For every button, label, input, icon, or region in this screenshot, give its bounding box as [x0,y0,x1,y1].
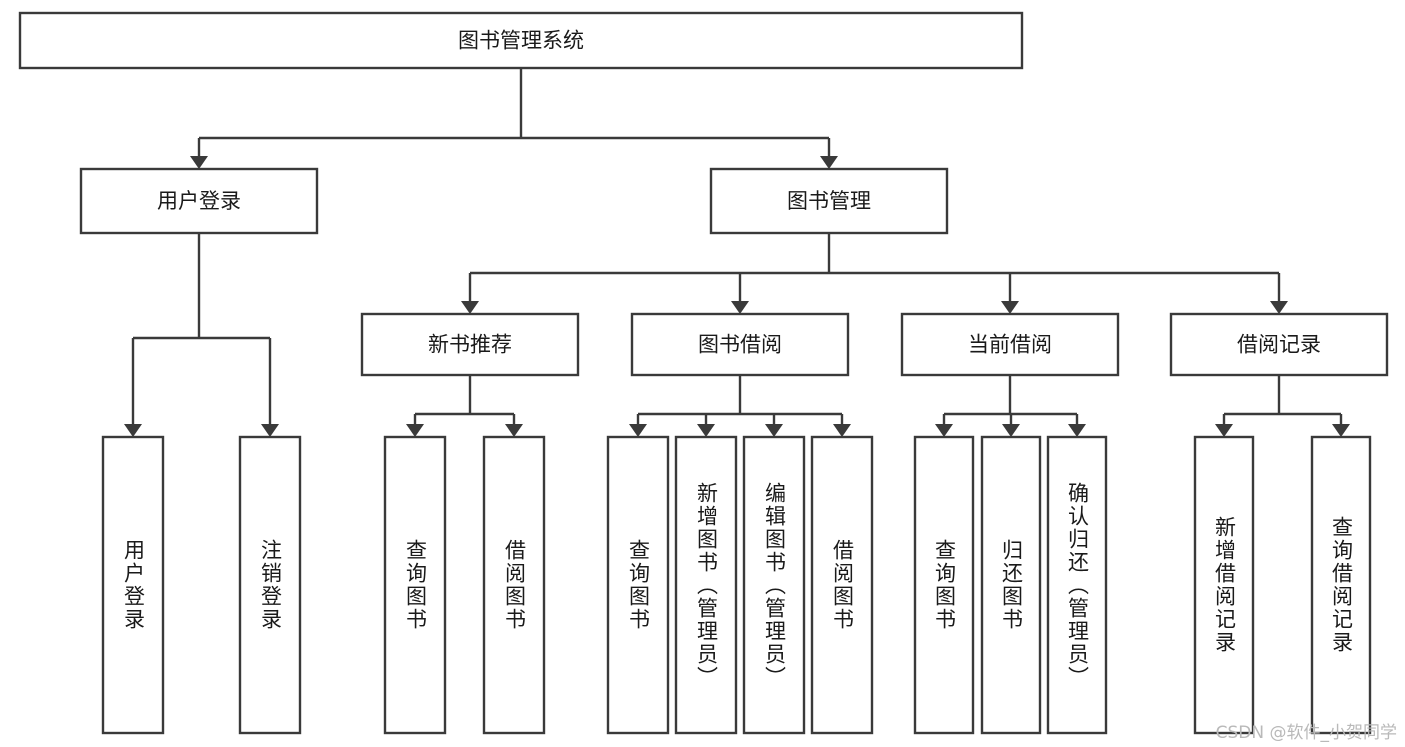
node-box-leaf-query-book-2[interactable] [606,435,670,735]
conn-book-manage-arrow-0 [461,301,479,314]
conn-current-borrow-arrow-2 [1068,424,1086,437]
node-box-leaf-borrow-book-2[interactable] [810,435,874,735]
conn-user-login-arrow-1 [261,424,279,437]
node-label-borrow-record: 借阅记录 [1237,333,1321,357]
conn-borrow-record-arrow-0 [1215,424,1233,437]
node-box-book-manage[interactable] [709,167,949,235]
node-box-root[interactable] [18,11,1024,70]
conn-current-borrow-arrow-1 [1002,424,1020,437]
node-label-user-login: 用户登录 [157,189,241,213]
node-box-leaf-add-record[interactable] [1193,435,1255,735]
node-box-leaf-user-logout[interactable] [238,435,302,735]
conn-new-book-rec-arrow-0 [406,424,424,437]
node-label-new-book-rec: 新书推荐 [428,333,512,357]
conn-book-borrow-arrow-0 [629,424,647,437]
conn-root-arrow-0 [190,156,208,169]
conn-current-borrow-arrow-0 [935,424,953,437]
node-box-leaf-borrow-book-1[interactable] [482,435,546,735]
node-label-book-borrow: 图书借阅 [698,333,782,357]
conn-book-manage-arrow-2 [1001,301,1019,314]
conn-root-arrow-1 [820,156,838,169]
node-box-new-book-rec[interactable] [360,312,580,377]
node-box-leaf-return-book[interactable] [980,435,1042,735]
conn-book-manage-arrow-3 [1270,301,1288,314]
node-box-user-login[interactable] [79,167,319,235]
node-box-leaf-user-login[interactable] [101,435,165,735]
node-label-book-manage: 图书管理 [787,189,871,213]
node-box-borrow-record[interactable] [1169,312,1389,377]
connector-layer [124,68,1350,437]
conn-new-book-rec-arrow-1 [505,424,523,437]
node-box-book-borrow[interactable] [630,312,850,377]
node-box-leaf-query-book-1[interactable] [383,435,447,735]
node-box-current-borrow[interactable] [900,312,1120,377]
node-box-leaf-confirm-return[interactable] [1046,435,1108,735]
node-box-leaf-query-book-3[interactable] [913,435,975,735]
conn-book-borrow-arrow-1 [697,424,715,437]
conn-book-borrow-arrow-2 [765,424,783,437]
conn-borrow-record-arrow-1 [1332,424,1350,437]
conn-book-manage-arrow-1 [731,301,749,314]
node-box-leaf-query-record[interactable] [1310,435,1372,735]
conn-book-borrow-arrow-3 [833,424,851,437]
node-box-leaf-edit-book[interactable] [742,435,806,735]
conn-user-login-arrow-0 [124,424,142,437]
node-label-root: 图书管理系统 [458,29,584,53]
box-layer [18,11,1389,735]
node-box-leaf-add-book[interactable] [674,435,738,735]
watermark: CSDN @软件_小贺同学 [1215,723,1397,743]
node-label-current-borrow: 当前借阅 [968,333,1052,357]
